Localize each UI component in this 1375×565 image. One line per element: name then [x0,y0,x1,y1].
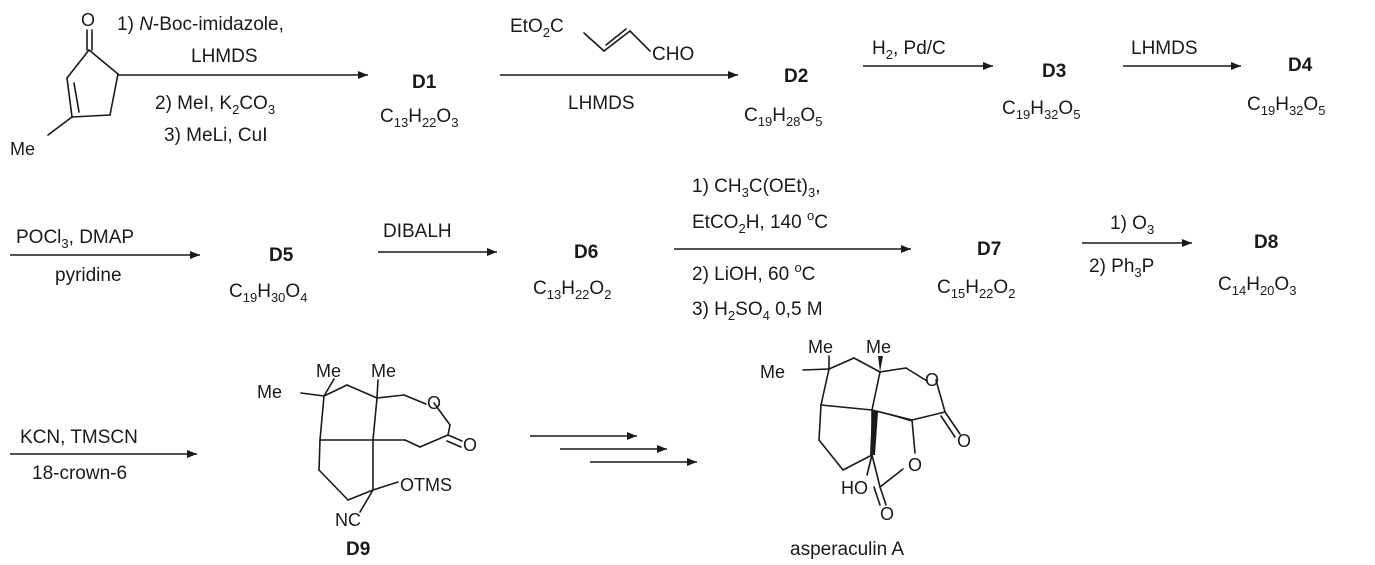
step7-reagent-line2: EtCO2H, 140 oC [692,208,828,236]
step5-reagent-below: pyridine [55,265,122,286]
step1-reagent-line4: 3) MeLi, CuI [164,125,267,146]
d9-nitrile: NC [335,510,361,530]
ethyl-ester-label: EtO2C [510,16,564,40]
compound-d9-structure: Me Me Me O O OTMS NC [257,361,477,530]
compound-d6-formula: C13H22O2 [533,278,611,302]
step9-reagent-below: 18-crown-6 [32,463,127,484]
compound-d8-formula: C14H20O3 [1218,274,1296,298]
aldehyde-label: CHO [652,44,694,65]
compound-d4-formula: C19H32O5 [1247,94,1325,118]
step3-reagent: H2, Pd/C [872,38,946,62]
compound-d4-label: D4 [1288,55,1313,76]
compound-d5-label: D5 [269,245,294,266]
compound-d7-formula: C15H22O2 [937,277,1015,301]
compound-d1-formula: C13H22O3 [380,106,458,130]
step7-reagent-line3: 2) LiOH, 60 oC [692,260,815,285]
step2-reagent-below: LHMDS [568,93,635,114]
compound-d8-label: D8 [1254,232,1278,253]
d9-carbonyl-oxygen: O [463,435,477,455]
step4-reagent: LHMDS [1131,38,1198,59]
product-oxygen-4: O [880,504,894,524]
step1-reagent-line3: 2) MeI, K2CO3 [155,93,275,117]
sm-methyl: Me [10,139,35,159]
compound-d3-formula: C19H32O5 [1002,98,1080,122]
ethyl-formylacrylate-structure: EtO2C CHO [510,16,694,65]
step7-reagent-line4: 3) H2SO4 0,5 M [692,299,823,323]
d9-ring-oxygen: O [427,393,441,413]
step8-reagent-line1: 1) O3 [1110,213,1154,237]
compound-d2-label: D2 [784,66,808,87]
product-oxygen-2: O [957,431,971,451]
compound-d9-label: D9 [346,539,370,560]
step5-reagent: POCl3, DMAP [16,227,134,251]
step7-reagent-line1: 1) CH3C(OEt)3, [692,176,820,200]
product-hydroxyl: HO [841,478,868,498]
compound-d1-label: D1 [412,72,437,93]
compound-d3-label: D3 [1042,61,1066,82]
product-name: asperaculin A [790,539,904,560]
step1-reagent-line1: 1) N-Boc-imidazole, [117,14,284,35]
compound-d5-formula: C19H30O4 [229,281,307,305]
compound-d2-formula: C19H28O5 [744,105,822,129]
compound-d6-label: D6 [574,242,598,263]
product-methyl-2: Me [808,337,833,357]
product-methyl-3: Me [866,337,891,357]
sm-oxygen: O [81,10,95,30]
step1-reagent-line2: LHMDS [191,46,258,67]
product-oxygen-3: O [908,455,922,475]
d9-methyl-3: Me [371,361,396,381]
compound-d7-label: D7 [977,239,1001,260]
asperaculin-a-structure: Me Me Me O O O O HO [760,337,971,524]
step8-reagent-line2: 2) Ph3P [1089,256,1154,280]
starting-material-structure: O Me [10,10,119,159]
product-methyl-1: Me [760,362,785,382]
product-oxygen-1: O [925,370,939,390]
step6-reagent: DIBALH [383,221,452,242]
d9-methyl-1: Me [257,382,282,402]
d9-methyl-2: Me [316,361,341,381]
d9-otms: OTMS [400,475,452,495]
step9-reagent: KCN, TMSCN [20,427,138,448]
